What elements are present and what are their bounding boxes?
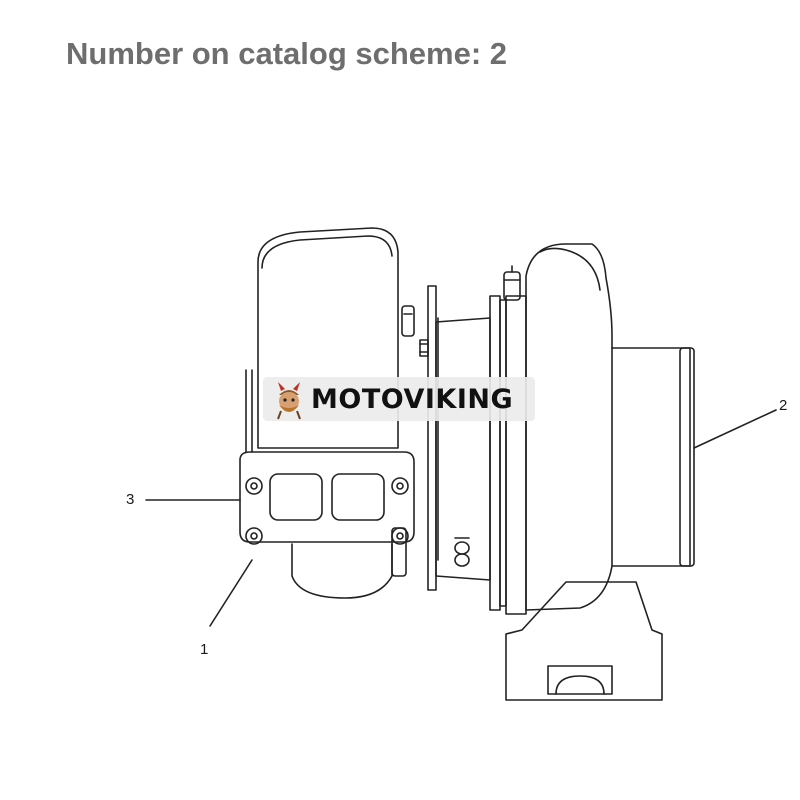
watermark-text: MOTOVIKING (311, 383, 514, 415)
turbine-outlet (291, 543, 393, 599)
compressor-housing (525, 243, 691, 611)
callout-label-3: 3 (126, 491, 134, 508)
compressor-outlet (505, 581, 663, 701)
center-plate (427, 285, 437, 591)
center-housing (435, 317, 491, 581)
flange-port-left (269, 473, 323, 521)
callout-leader-2 (693, 409, 777, 449)
viking-mascot-icon (277, 382, 301, 420)
callout-label-2: 2 (779, 397, 787, 414)
turbine-housing (257, 227, 399, 449)
turbine-housing-inner (261, 235, 393, 269)
callout-leader-1 (209, 559, 253, 627)
callout-label-1: 1 (200, 641, 208, 658)
compressor-backplate (489, 295, 501, 611)
compressor-inlet (679, 347, 695, 567)
page-title: Number on catalog scheme: 2 (66, 36, 508, 71)
flange-port-right (331, 473, 385, 521)
watermark-banner: MOTOVIKING (263, 377, 535, 421)
turbine-flange (239, 451, 415, 543)
